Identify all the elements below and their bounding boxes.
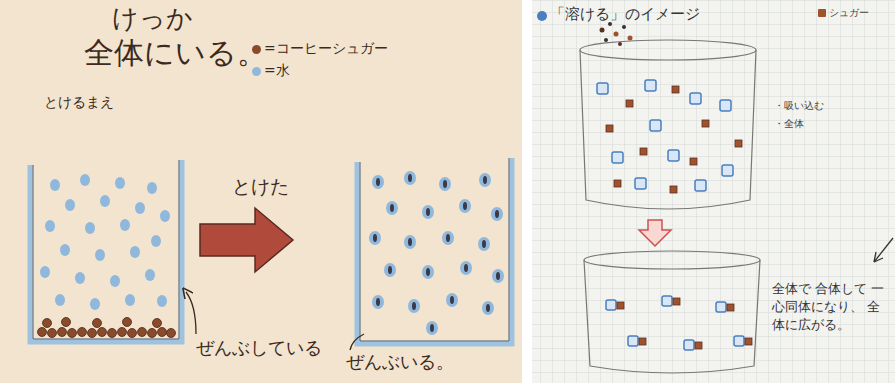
glass-after xyxy=(584,251,760,373)
note-text: ・吸い込む xyxy=(774,100,824,112)
glass-before xyxy=(580,40,756,209)
pointer-line xyxy=(874,238,893,262)
legend-item: =コーヒーシュガー xyxy=(252,40,388,58)
leader-line xyxy=(350,334,364,350)
leader-line xyxy=(186,292,196,334)
grid-lines xyxy=(532,0,895,383)
legend-item: =水 xyxy=(252,62,290,80)
pointer-head xyxy=(874,252,883,262)
particles-after xyxy=(606,296,752,350)
note-text: とけるまえ xyxy=(44,94,114,110)
note-text: とけた xyxy=(232,176,289,198)
legend-text: =コーヒーシュガー xyxy=(264,40,388,58)
note-text: 全体で 合体して 一心同体になり、 全体に広がる。 xyxy=(772,280,888,335)
legend-item: シュガー xyxy=(818,6,869,20)
down-arrow xyxy=(639,220,671,246)
note-text: ぜんぶしている xyxy=(196,338,322,359)
particles-before xyxy=(597,80,742,193)
note-text: 「溶ける」のイメージ xyxy=(550,6,700,23)
legend-swatch xyxy=(818,9,826,17)
paper-panel xyxy=(0,0,522,383)
legend-text: シュガー xyxy=(829,6,869,20)
grid-panel xyxy=(532,0,895,383)
legend-swatch xyxy=(252,45,261,54)
sugar-pour xyxy=(600,22,633,46)
note-text: けっか xyxy=(112,4,193,34)
legend-text: =水 xyxy=(264,62,290,80)
note-text: ぜんぶいる。 xyxy=(346,352,454,373)
note-text: 全体にいる。 xyxy=(84,36,267,71)
beaker-after xyxy=(357,158,512,344)
bullet-dot xyxy=(537,11,547,21)
beaker-before xyxy=(30,160,182,342)
arrow-shape xyxy=(200,208,293,272)
note-text: ・全体 xyxy=(774,118,804,130)
legend-swatch xyxy=(252,67,261,76)
